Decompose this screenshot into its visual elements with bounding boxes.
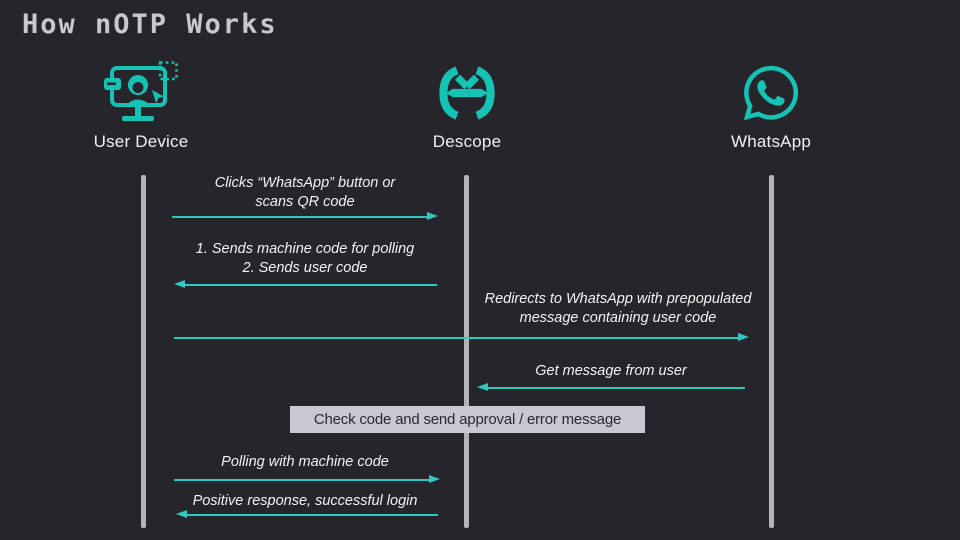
actor-label-descope: Descope [432,132,502,151]
arrow-user-to-whatsapp [174,333,749,342]
arrowhead-left-icon [477,383,488,391]
arrow-descope-to-user-1 [174,280,437,289]
arrow-user-to-descope-1 [172,212,438,221]
actor-label-whatsapp: WhatsApp [730,132,812,151]
descope-logo-icon [438,60,496,126]
arrowhead-left-icon [176,510,187,518]
message-label-get-message: Get message from user [535,363,687,379]
arrowhead-left-icon [174,280,185,288]
arrow-descope-to-user-2 [176,510,438,519]
actor-user-device: User Device [61,60,221,152]
user-device-icon [103,60,179,126]
process-box-check-code: Check code and send approval / error mes… [290,406,645,433]
message-label-polling: Polling with machine code [221,454,389,470]
lifeline-user-device [141,175,146,528]
message-label-positive-response: Positive response, successful login [192,493,418,509]
arrow-whatsapp-to-descope [477,383,745,392]
lifeline-whatsapp [769,175,774,528]
page-title: How nOTP Works [22,9,278,40]
actor-descope: Descope [387,60,547,152]
arrowhead-right-icon [427,212,438,220]
arrowhead-right-icon [738,333,749,341]
actor-label-user-device: User Device [93,132,189,151]
message-label-click-whatsapp: Clicks “WhatsApp” button or scans QR cod… [214,175,396,210]
lifeline-descope [464,175,469,528]
arrowhead-right-icon [429,475,440,483]
whatsapp-icon [743,60,799,126]
message-label-redirect-whatsapp: Redirects to WhatsApp with prepopulated … [484,291,752,326]
message-label-sends-codes: 1. Sends machine code for polling 2. Sen… [195,241,415,276]
arrow-user-to-descope-2 [174,475,440,484]
actor-whatsapp: WhatsApp [691,60,851,152]
